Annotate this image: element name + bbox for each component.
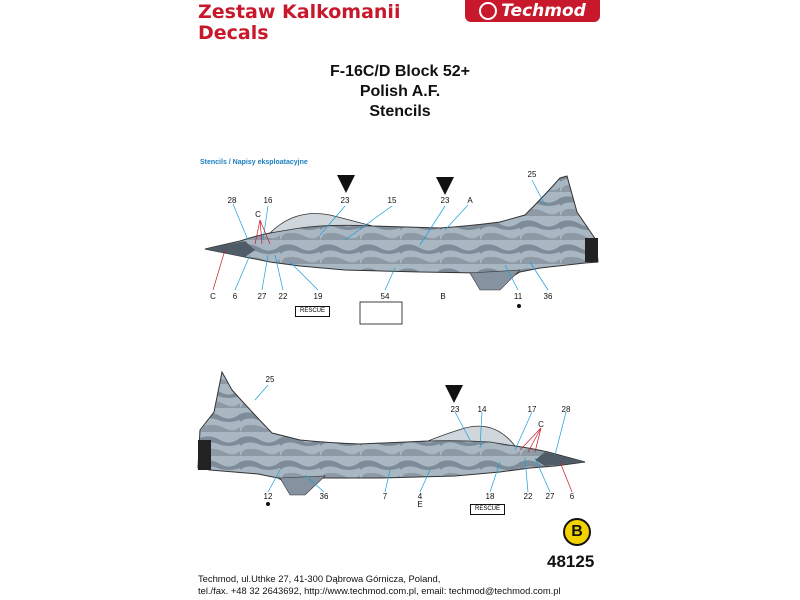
lower-callout-label: 27 — [545, 492, 555, 501]
upper-f16-profile — [204, 175, 599, 325]
lower-callout-label: 22 — [523, 492, 533, 501]
upper-red-leaders — [212, 219, 271, 291]
lower-warning-triangle — [445, 385, 463, 403]
upper-callout-label: 22 — [278, 292, 288, 301]
upper-callout-label: 11 — [513, 292, 523, 301]
lower-dot-marker — [266, 502, 270, 506]
lower-callout-label: 17 — [527, 405, 537, 414]
upper-callout-label: 27 — [257, 292, 267, 301]
upper-canopy — [268, 213, 373, 234]
upper-warning-triangle-1 — [337, 175, 355, 193]
footer-address: Techmod, ul.Uthke 27, 41-300 Dąbrowa Gór… — [198, 573, 441, 584]
upper-callout-label: B — [440, 292, 446, 301]
header-title-line2: Decals — [198, 22, 269, 44]
upper-callout-label: C — [255, 210, 261, 219]
footer-contact: Techmod, ul.Uthke 27, 41-300 Dąbrowa Gór… — [198, 573, 561, 597]
lower-leader-lines — [254, 384, 567, 493]
sheet-title-subject: Stencils — [369, 103, 431, 120]
lower-fuselage — [197, 370, 586, 491]
lower-callout-label: 18 — [485, 492, 495, 501]
lower-canopy — [427, 425, 516, 447]
upper-callout-label: C — [210, 292, 216, 301]
upper-callout-label: 36 — [543, 292, 553, 301]
upper-callout-label: A — [467, 196, 473, 205]
upper-rescue-stencil: RESCUE — [295, 306, 331, 317]
lower-exhaust-nozzle — [198, 440, 211, 470]
lower-callout-label: 6 — [569, 492, 575, 501]
lower-callout-label: C — [538, 420, 544, 429]
lower-callout-label: 36 — [319, 492, 329, 501]
techmod-emblem-icon — [479, 2, 498, 20]
lower-f16-profile — [197, 370, 586, 506]
sheet-header-title: Zestaw Kalkomanii Decals — [198, 2, 400, 44]
upper-panel-stencil-box — [359, 301, 403, 325]
upper-warning-triangle-2 — [436, 177, 454, 195]
lower-callout-label: E — [417, 500, 423, 509]
upper-callout-label: 15 — [387, 196, 397, 205]
upper-callout-label: 25 — [527, 170, 537, 179]
upper-callout-label: 19 — [313, 292, 323, 301]
upper-callout-label: 6 — [232, 292, 238, 301]
upper-fuselage — [204, 175, 599, 286]
upper-leader-lines — [232, 179, 549, 291]
lower-callout-label: 4 — [417, 492, 423, 501]
lower-red-leaders — [519, 427, 573, 493]
category-badge: B — [563, 518, 591, 546]
lower-callout-label: 12 — [263, 492, 273, 501]
lower-callout-label: 25 — [265, 375, 275, 384]
upper-exhaust-nozzle — [585, 238, 598, 262]
lower-callout-label: 7 — [382, 492, 388, 501]
upper-callout-label: 54 — [380, 292, 390, 301]
section-label: Stencils / Napisy eksploatacyjne — [200, 159, 308, 166]
lower-rescue-stencil: RESCUE — [470, 504, 506, 515]
upper-callout-label: 23 — [340, 196, 350, 205]
lower-callout-label: 23 — [450, 405, 460, 414]
upper-callout-label: 28 — [227, 196, 237, 205]
brand-name: Techmod — [501, 1, 586, 21]
header-title-line1: Zestaw Kalkomanii — [198, 1, 401, 23]
lower-ventral-fin — [279, 475, 326, 496]
sheet-title: F-16C/D Block 52+ Polish A.F. Stencils — [0, 62, 800, 122]
upper-radome — [205, 241, 255, 257]
lower-callout-label: 28 — [561, 405, 571, 414]
lower-radome — [535, 452, 585, 466]
footer-contacts: tel./fax. +48 32 2643692, http://www.tec… — [198, 585, 561, 596]
lower-callout-label: 14 — [477, 405, 487, 414]
upper-callout-label: 16 — [263, 196, 273, 205]
upper-dot-marker — [517, 304, 521, 308]
sku-number: 48125 — [547, 552, 595, 571]
sheet-title-aircraft: F-16C/D Block 52+ — [329, 63, 471, 80]
techmod-logo: Techmod — [465, 0, 600, 22]
sheet-title-operator: Polish A.F. — [359, 83, 441, 100]
upper-ventral-fin — [469, 269, 521, 291]
upper-callout-label: 23 — [440, 196, 450, 205]
